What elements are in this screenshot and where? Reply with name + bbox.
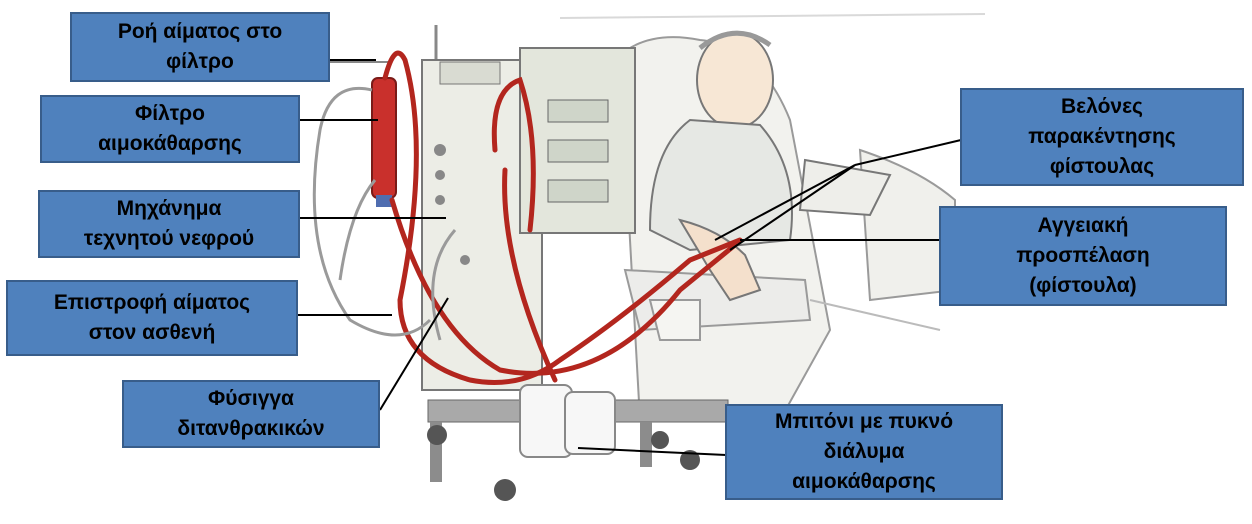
label-line: Μπιτόνι με πυκνό <box>775 407 953 437</box>
dialysis-filter <box>372 78 396 207</box>
label-line: φίστουλας <box>1050 152 1154 182</box>
label-line: (φίστουλα) <box>1029 271 1136 301</box>
label-line: Φύσιγγα <box>208 384 294 414</box>
label-line: Ροή αίματος στο <box>118 17 282 47</box>
label-line: Επιστροφή αίματος <box>54 288 250 318</box>
label-concentrate-canister: Μπιτόνι με πυκνό διάλυμα αιμοκάθαρσης <box>725 404 1003 500</box>
label-bicarbonate-cartridge: Φύσιγγα διτανθρακικών <box>122 380 380 448</box>
label-blood-flow-to-filter: Ροή αίματος στο φίλτρο <box>70 12 330 82</box>
concentrate-canisters <box>520 385 615 457</box>
label-vascular-access: Αγγειακή προσπέλαση (φίστουλα) <box>939 206 1227 306</box>
label-line: παρακέντησης <box>1028 122 1175 152</box>
label-line: προσπέλαση <box>1016 241 1149 271</box>
label-line: Μηχάνημα <box>117 194 222 224</box>
label-artificial-kidney-machine: Μηχάνημα τεχνητού νεφρού <box>38 190 300 258</box>
label-line: αιμοκάθαρσης <box>792 467 936 497</box>
label-line: Αγγειακή <box>1038 211 1129 241</box>
label-line: Βελόνες <box>1061 92 1143 122</box>
label-line: διτανθρακικών <box>177 414 324 444</box>
label-line: φίλτρο <box>166 47 234 77</box>
iv-pole <box>330 25 436 75</box>
label-blood-return: Επιστροφή αίματος στον ασθενή <box>6 280 298 356</box>
label-line: στον ασθενή <box>89 318 216 348</box>
label-line: Φίλτρο <box>135 99 205 129</box>
label-line: τεχνητού νεφρού <box>84 224 254 254</box>
label-line: αιμοκάθαρσης <box>98 129 242 159</box>
label-fistula-needles: Βελόνες παρακέντησης φίστουλας <box>960 88 1244 186</box>
label-line: διάλυμα <box>824 437 905 467</box>
label-dialysis-filter: Φίλτρο αιμοκάθαρσης <box>40 95 300 163</box>
